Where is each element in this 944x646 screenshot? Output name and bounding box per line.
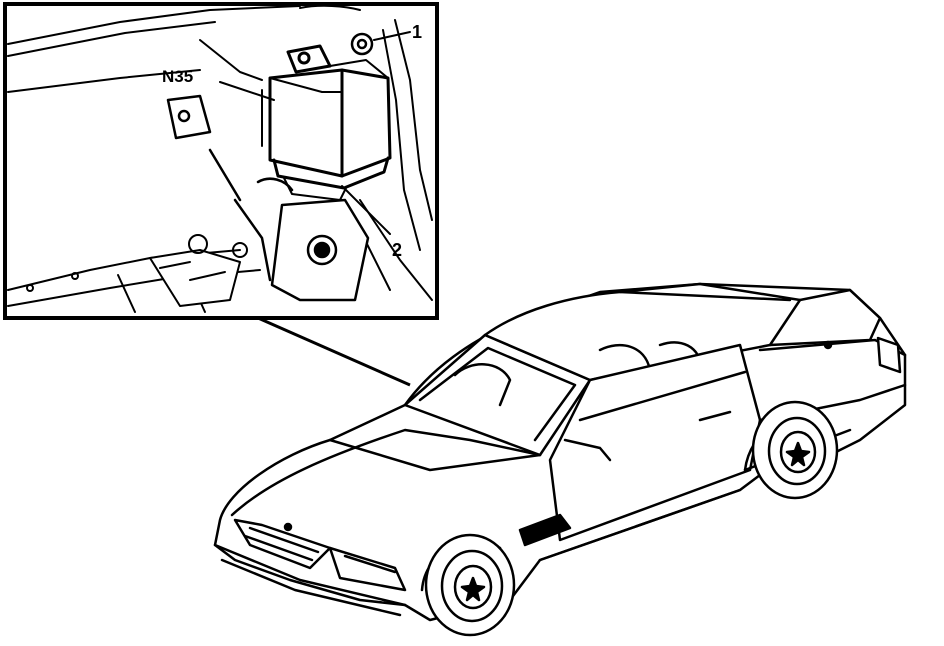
mounting-nut: [350, 32, 374, 56]
component-label-n35: N35: [162, 67, 193, 86]
relay-module-n35: [261, 44, 392, 201]
inset-body-structure: [7, 4, 433, 313]
inset-detail-view: N35 1 2: [3, 2, 439, 320]
rear-wheel: [743, 400, 839, 500]
car-illustration: [213, 282, 907, 622]
door: [548, 343, 762, 542]
callout-1: 1: [412, 22, 422, 42]
roof: [483, 282, 802, 382]
front-wheel: [420, 533, 516, 637]
side-tab: [166, 94, 212, 140]
callout-2: 2: [392, 240, 402, 260]
mounting-bracket: [208, 148, 370, 302]
side-molding: [518, 513, 572, 547]
callout-leaders: [219, 31, 411, 235]
inset-pointer-line: [257, 316, 411, 387]
console-parts: [149, 234, 248, 307]
